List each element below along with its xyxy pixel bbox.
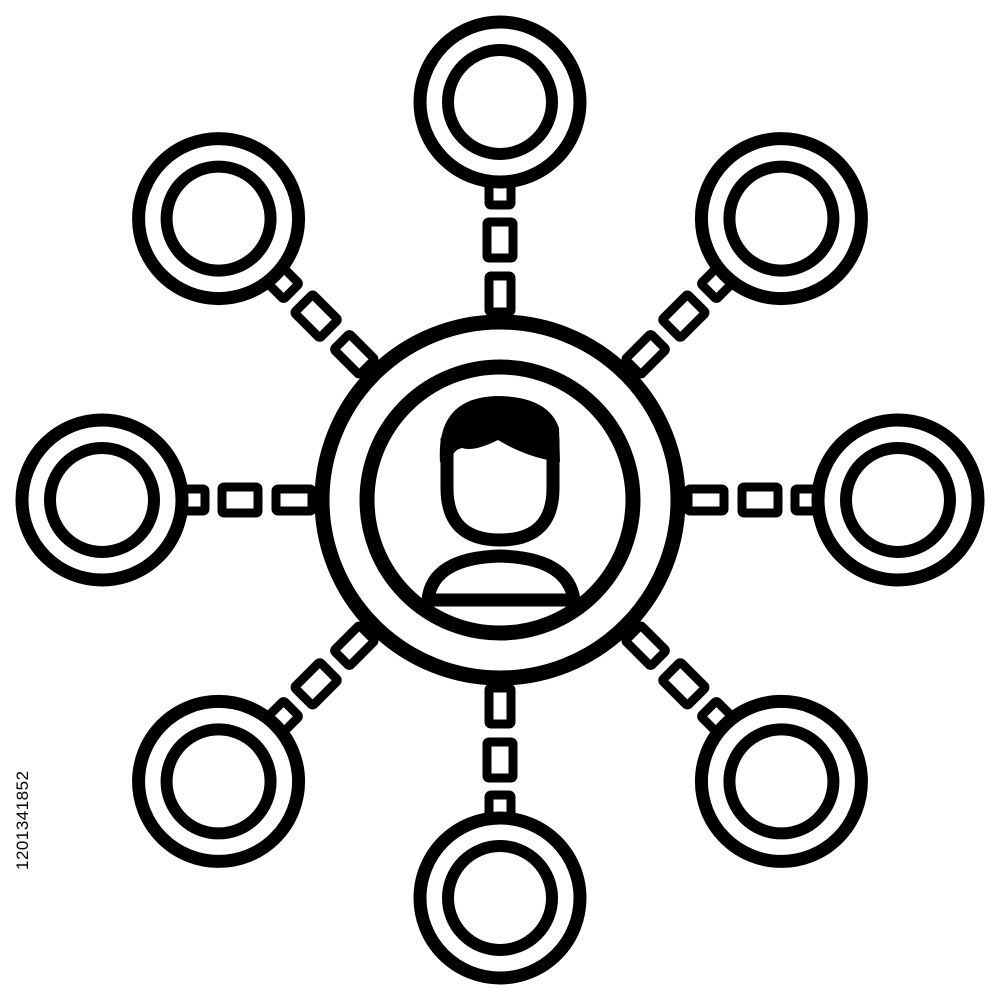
satellite-inner-ring (160, 723, 277, 840)
satellite-node-2 (694, 132, 868, 306)
spoke-5 (482, 683, 518, 836)
chain-link (658, 658, 710, 710)
chain-link (271, 484, 317, 516)
satellite-inner-ring (723, 160, 840, 277)
chain-link (217, 482, 263, 518)
satellite-node-1 (413, 15, 587, 189)
spoke-3 (683, 482, 836, 518)
satellite-nodes (15, 15, 985, 985)
chain-link (290, 658, 342, 710)
chain-link (621, 621, 670, 670)
central-hub (314, 314, 686, 686)
satellite-node-4 (694, 694, 868, 868)
person-face (440, 438, 560, 547)
chain-link (737, 482, 783, 518)
satellite-inner-ring (442, 44, 558, 160)
chain-link (484, 683, 516, 729)
chain-link (482, 737, 518, 783)
chain-link (290, 290, 342, 342)
satellite-inner-ring (44, 442, 160, 558)
satellite-inner-ring (840, 442, 956, 558)
spoke-7 (164, 482, 317, 518)
stock-id-watermark: 1201341852 (13, 770, 32, 870)
person-icon (421, 396, 581, 607)
chain-link (330, 330, 379, 379)
person-body (421, 549, 581, 607)
satellite-inner-ring (723, 723, 840, 840)
chain-link (330, 621, 379, 670)
chain-link (484, 271, 516, 317)
satellite-inner-ring (442, 840, 558, 956)
satellite-node-7 (15, 413, 189, 587)
chain-link (482, 217, 518, 263)
satellite-node-3 (811, 413, 985, 587)
satellite-node-8 (132, 132, 306, 306)
spoke-1 (482, 164, 518, 317)
chain-link (683, 484, 729, 516)
satellite-inner-ring (160, 160, 277, 277)
satellite-node-6 (132, 694, 306, 868)
chain-link (621, 330, 670, 379)
satellite-node-5 (413, 811, 587, 985)
person-hair (439, 396, 560, 464)
chain-link (658, 290, 710, 342)
